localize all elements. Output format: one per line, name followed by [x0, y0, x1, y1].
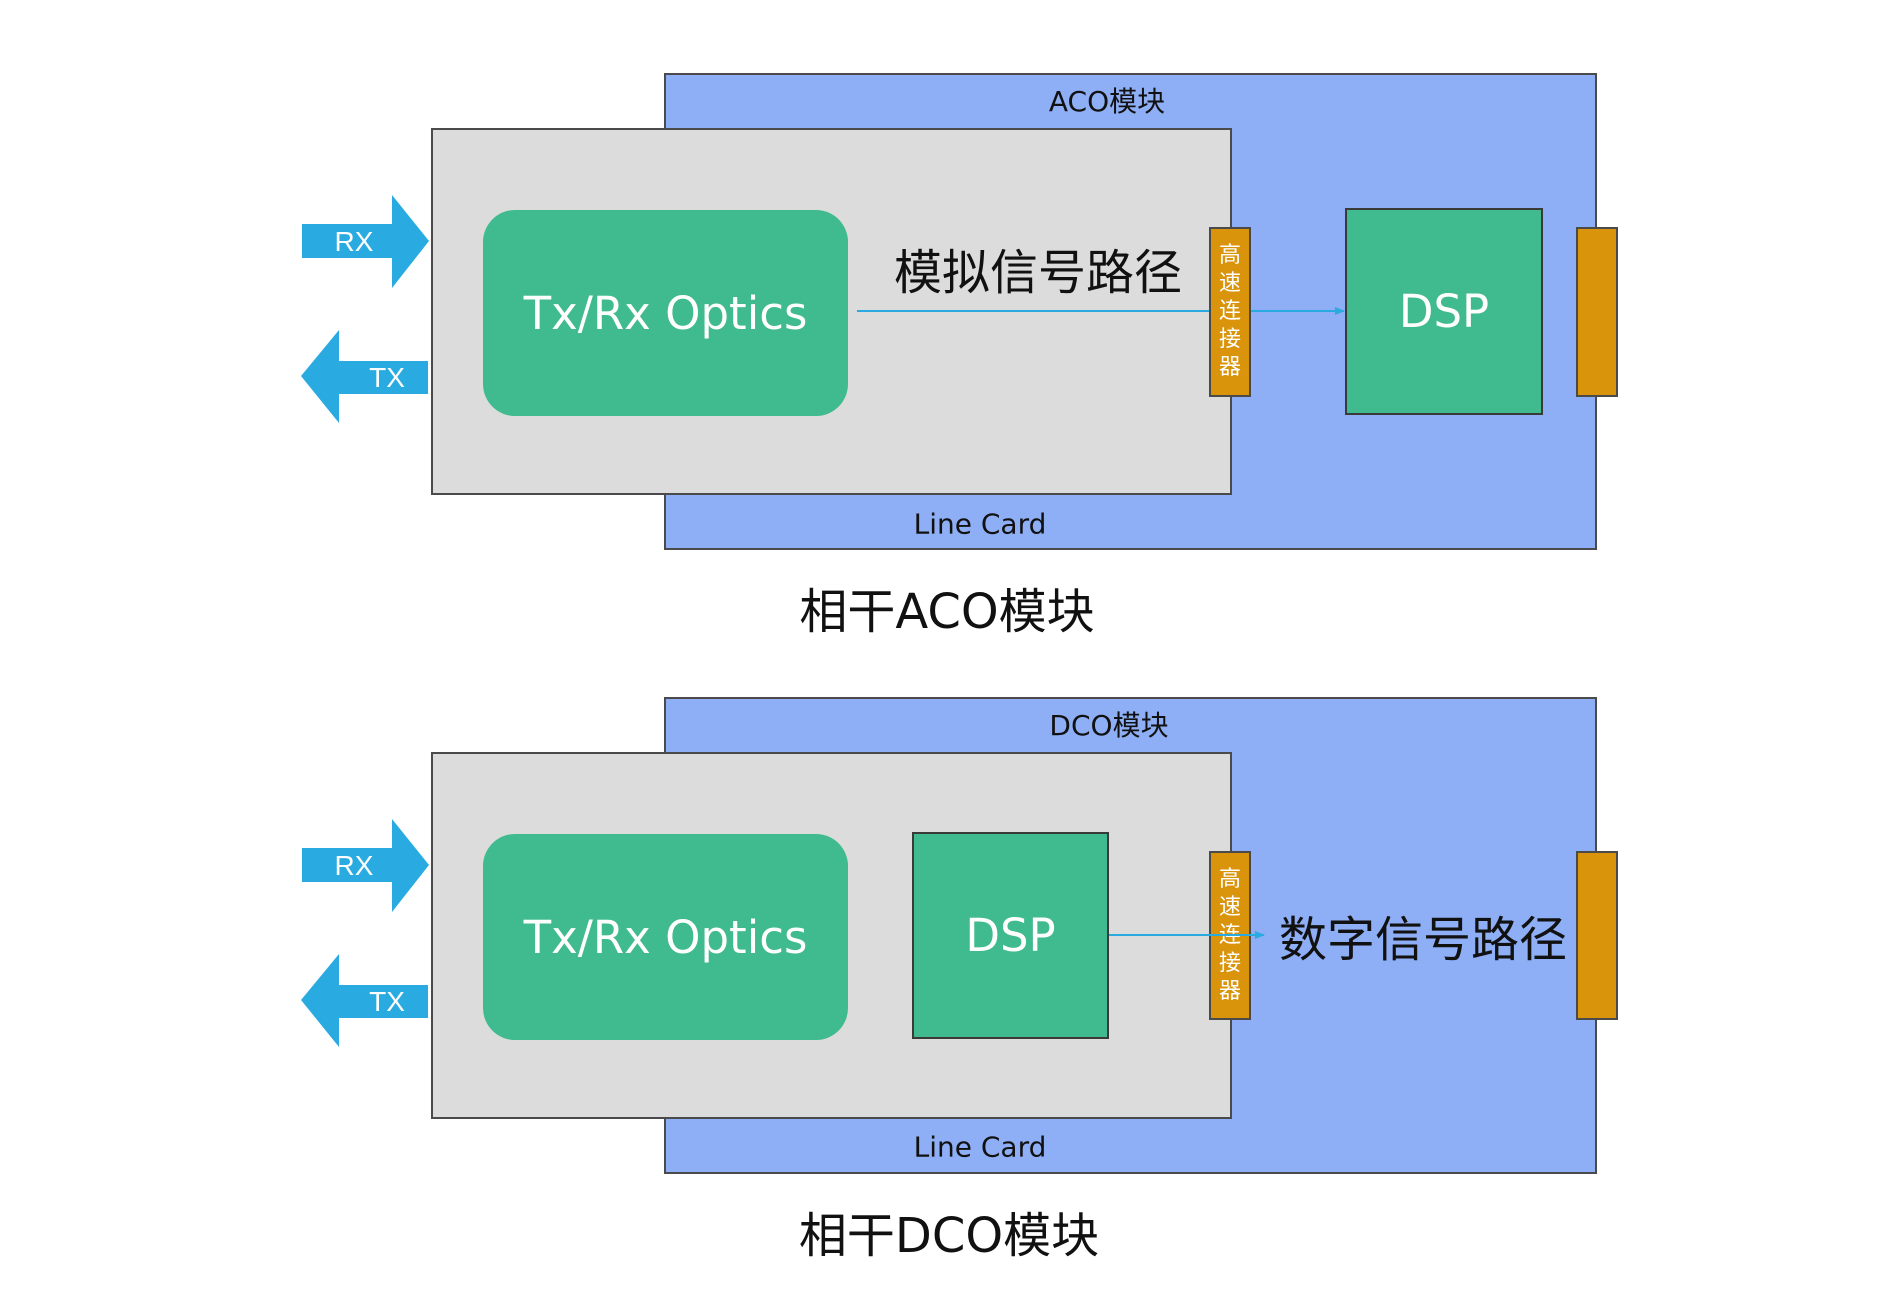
connector-char: 高	[1218, 243, 1241, 268]
aco-rx-label: RX	[334, 226, 374, 257]
connector-char: 速	[1218, 894, 1241, 920]
aco-edge-connector	[1576, 227, 1618, 397]
aco-rx-arrow-icon	[302, 195, 429, 288]
aco-dsp-block: DSP	[1345, 208, 1543, 415]
aco-analog-path-label: 模拟信号路径	[893, 245, 1183, 301]
aco-tx-label: TX	[369, 362, 405, 393]
aco-line-card-label: Line Card	[913, 507, 1047, 541]
dco-tx-arrow-icon	[301, 954, 428, 1047]
aco-title: 相干ACO模块	[799, 584, 1095, 640]
connector-char: 器	[1218, 355, 1241, 380]
dco-dsp-block: DSP	[912, 832, 1109, 1039]
connector-char: 器	[1218, 978, 1241, 1004]
connector-char: 接	[1218, 327, 1241, 352]
aco-module-label: ACO模块	[1048, 85, 1166, 118]
dco-title: 相干DCO模块	[798, 1208, 1100, 1264]
aco-tx-arrow-icon	[301, 330, 428, 423]
dco-edge-connector	[1576, 851, 1618, 1020]
dco-line-card-label: Line Card	[913, 1130, 1047, 1164]
dco-optics-block: Tx/Rx Optics	[483, 834, 848, 1040]
connector-char: 高	[1218, 866, 1241, 892]
connector-char: 速	[1218, 271, 1241, 296]
connector-char: 连	[1218, 299, 1241, 324]
aco-optics-block: Tx/Rx Optics	[483, 210, 848, 416]
dco-digital-path-label: 数字信号路径	[1278, 912, 1568, 968]
connector-char: 接	[1218, 950, 1241, 976]
dco-rx-arrow-icon	[302, 819, 429, 912]
dco-rx-label: RX	[334, 850, 374, 881]
aco-high-speed-connector: 高 速 连 接 器	[1209, 227, 1251, 397]
dco-module-label: DCO模块	[1049, 709, 1169, 742]
dco-tx-label: TX	[369, 986, 405, 1017]
